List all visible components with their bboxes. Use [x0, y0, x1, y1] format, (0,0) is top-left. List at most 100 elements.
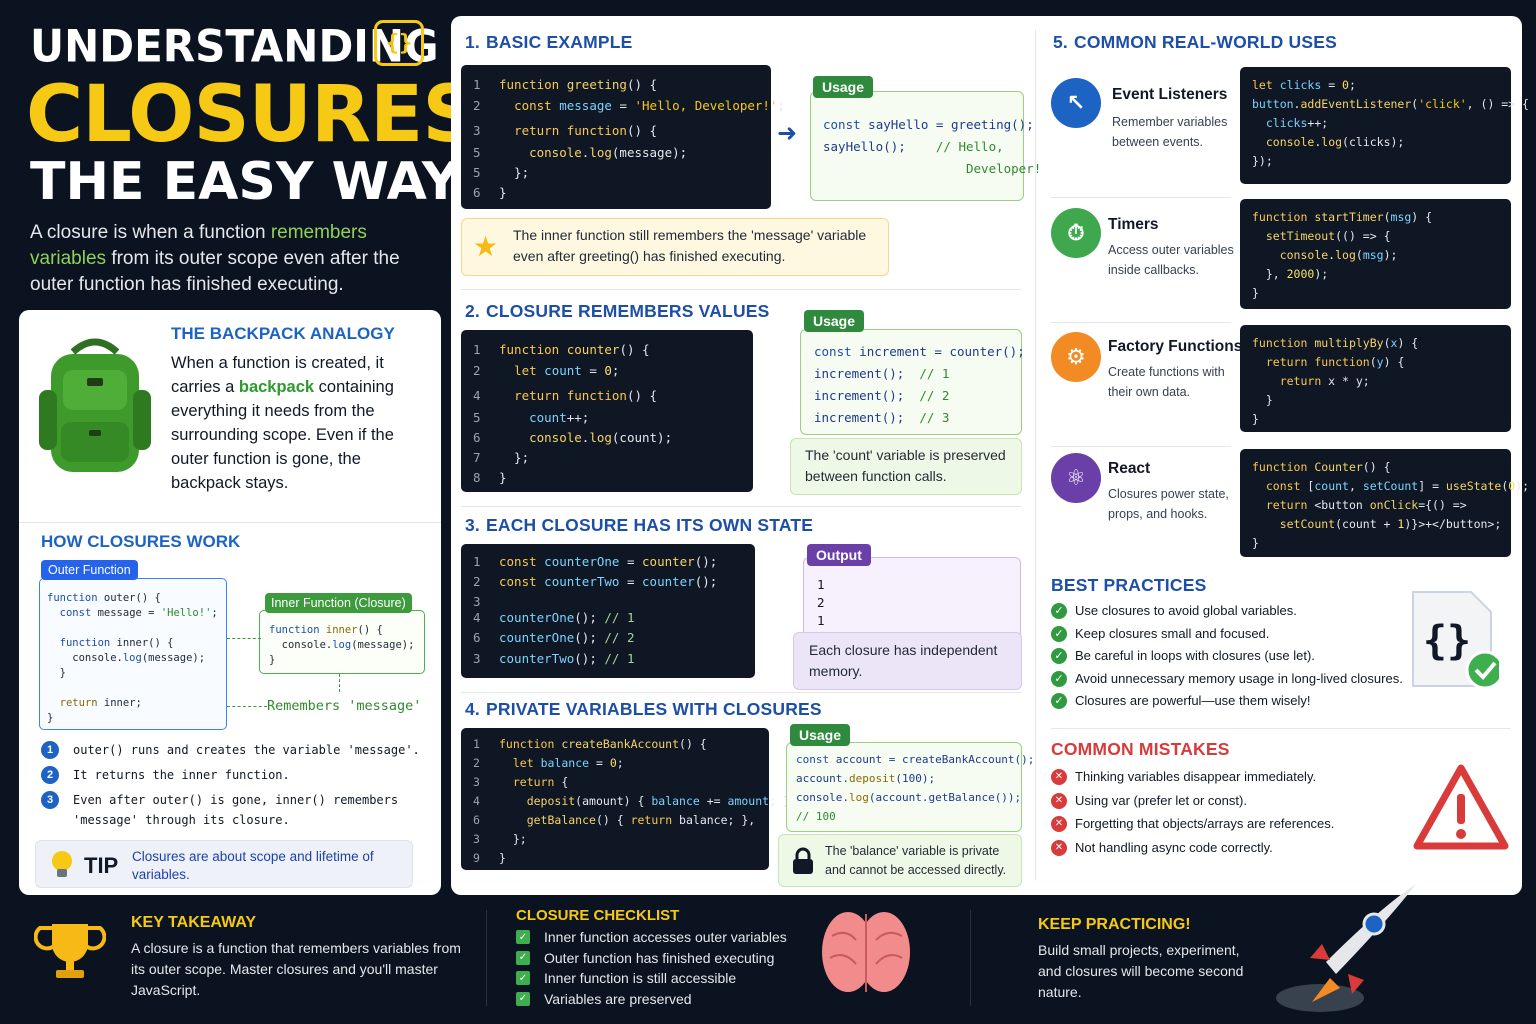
section-number: 3. [465, 515, 480, 535]
check-icon: ✓ [1051, 670, 1067, 687]
rocket-icon [1276, 884, 1416, 1012]
output-line: 1 [817, 613, 825, 628]
lightbulb-icon [52, 851, 72, 877]
analogy-text: When a function is created, it carries a… [171, 351, 426, 495]
stopwatch-icon: ⏱ [1051, 208, 1101, 258]
section-title-text: BASIC EXAMPLE [486, 32, 633, 52]
mistakes-list: ✕ Thinking variables disappear immediatel… [1051, 768, 1334, 862]
divider [1051, 728, 1511, 729]
output-values: 1 2 1 [817, 576, 825, 630]
step-item: 3 Even after outer() is gone, inner() rem… [41, 790, 431, 830]
code-block-timer: function startTimer(msg) { setTimeout(()… [1240, 199, 1511, 309]
use-desc: Access outer variables inside callbacks. [1108, 243, 1234, 277]
usage-box [800, 329, 1022, 435]
checklist-text: Inner function is still accessible [544, 970, 737, 986]
section-number: 4. [465, 699, 480, 719]
section-note: Each closure has independent memory. [809, 642, 998, 679]
list-item: ✓ Avoid unnecessary memory usage in long-… [1051, 670, 1403, 693]
column-divider [1035, 30, 1036, 880]
star-icon: ★ [473, 231, 499, 262]
output-box [803, 557, 1021, 645]
braces-icon: {} [374, 20, 424, 66]
tip-label: TIP [84, 853, 119, 878]
output-line: 1 [817, 577, 825, 592]
list-item: ✓ Keep closures small and focused. [1051, 625, 1403, 648]
arrow-right-icon: ➜ [777, 120, 798, 147]
takeaway-title: KEY TAKEAWAY [131, 914, 257, 931]
list-item: ✓Closures are powerful—use them wisely! [1051, 692, 1403, 715]
list-item-text: Keep closures small and focused. [1075, 625, 1270, 641]
usage-box [810, 91, 1024, 201]
title-line-3: THE EASY WAY [30, 152, 460, 212]
inner-function-code: function inner() { console.log(message);… [269, 624, 415, 666]
intro-highlight: remembers variables [30, 222, 367, 269]
checklist-item: ✓Inner function accesses outer variables [516, 929, 787, 950]
atom-icon: ⚛ [1051, 453, 1101, 503]
divider [19, 522, 441, 523]
checklist-text: Outer function has finished executing [544, 949, 775, 966]
section-title-text: CLOSURE REMEMBERS VALUES [486, 301, 770, 321]
section-title: 5. COMMON REAL-WORLD USES [1053, 32, 1337, 53]
title-line-1: UNDERSTANDING [30, 20, 439, 73]
trophy-icon [34, 924, 106, 978]
x-icon: ✕ [1051, 792, 1067, 809]
list-item-text: Using var (prefer let or const). [1075, 792, 1247, 808]
check-icon: ✓ [1051, 648, 1067, 664]
analogy-highlight: backpack [238, 378, 315, 396]
check-icon: ✓ [1051, 603, 1067, 619]
step-text: It returns the inner function. [73, 768, 290, 782]
left-panel: THE BACKPACK ANALOGY When a function is … [19, 310, 441, 895]
checkbox-icon: ✓ [516, 991, 530, 1006]
section-number: 5. [1053, 32, 1068, 52]
brain-icon [822, 912, 910, 992]
note-box [793, 632, 1022, 690]
section-title: 1.BASIC EXAMPLE [465, 32, 633, 53]
section-title-text: COMMON REAL-WORLD USES [1074, 32, 1337, 52]
inner-function-tag: Inner Function (Closure) [265, 593, 412, 613]
title-line-2: CLOSURES [26, 70, 479, 160]
list-item-text: Avoid unnecessary memory usage in long-l… [1075, 670, 1403, 686]
list-item-text: Use closures to avoid global variables. [1075, 603, 1297, 618]
takeaway-text: A closure is a function that remembers v… [131, 940, 461, 998]
section-title: 3.EACH CLOSURE HAS ITS OWN STATE [465, 515, 813, 536]
usage-tag: Usage [813, 76, 874, 98]
section-title: 2.CLOSURE REMEMBERS VALUES [465, 301, 770, 322]
step-text: Even after outer() is gone, inner() reme… [73, 793, 399, 827]
checkbox-icon: ✓ [516, 971, 530, 985]
outer-function-tag: Outer Function [41, 560, 138, 580]
divider [1051, 446, 1231, 447]
usage-code: const account = createBankAccount(); acc… [796, 753, 1035, 823]
divider [461, 289, 1021, 290]
list-item-text: Thinking variables disappear immediately… [1075, 769, 1317, 784]
intro-part: from its outer scope even after the oute… [30, 248, 400, 295]
analogy-title: THE BACKPACK ANALOGY [171, 324, 395, 343]
intro-text: A closure is when a function remembers v… [30, 220, 420, 298]
lock-icon [793, 847, 813, 874]
x-icon: ✕ [1051, 839, 1067, 856]
x-icon: ✕ [1051, 816, 1067, 832]
output-tag: Output [807, 544, 871, 566]
dashed-connector [339, 674, 340, 692]
list-item: ✕Not handling async code correctly. [1051, 839, 1334, 863]
check-icon: ✓ [1051, 625, 1067, 642]
divider [461, 506, 1021, 507]
list-item: ✕Thinking variables disappear immediatel… [1051, 768, 1334, 792]
list-item: ✕Forgetting that objects/arrays are refe… [1051, 815, 1334, 839]
divider [461, 692, 1021, 693]
section-note: The 'balance' variable is private and ca… [825, 844, 1007, 877]
usage-box [786, 742, 1022, 832]
use-title: Timers [1108, 216, 1159, 233]
section-note: The 'count' variable is preserved betwee… [805, 447, 1006, 484]
best-practices-title: BEST PRACTICES [1051, 575, 1207, 595]
check-icon: ✓ [1051, 693, 1067, 709]
practice-title: KEEP PRACTICING! [1038, 916, 1191, 933]
step-number: 3 [41, 791, 59, 809]
use-title: React [1108, 460, 1151, 477]
list-item-text: Be careful in loops with closures (use l… [1075, 648, 1315, 663]
step-number: 2 [41, 766, 59, 784]
